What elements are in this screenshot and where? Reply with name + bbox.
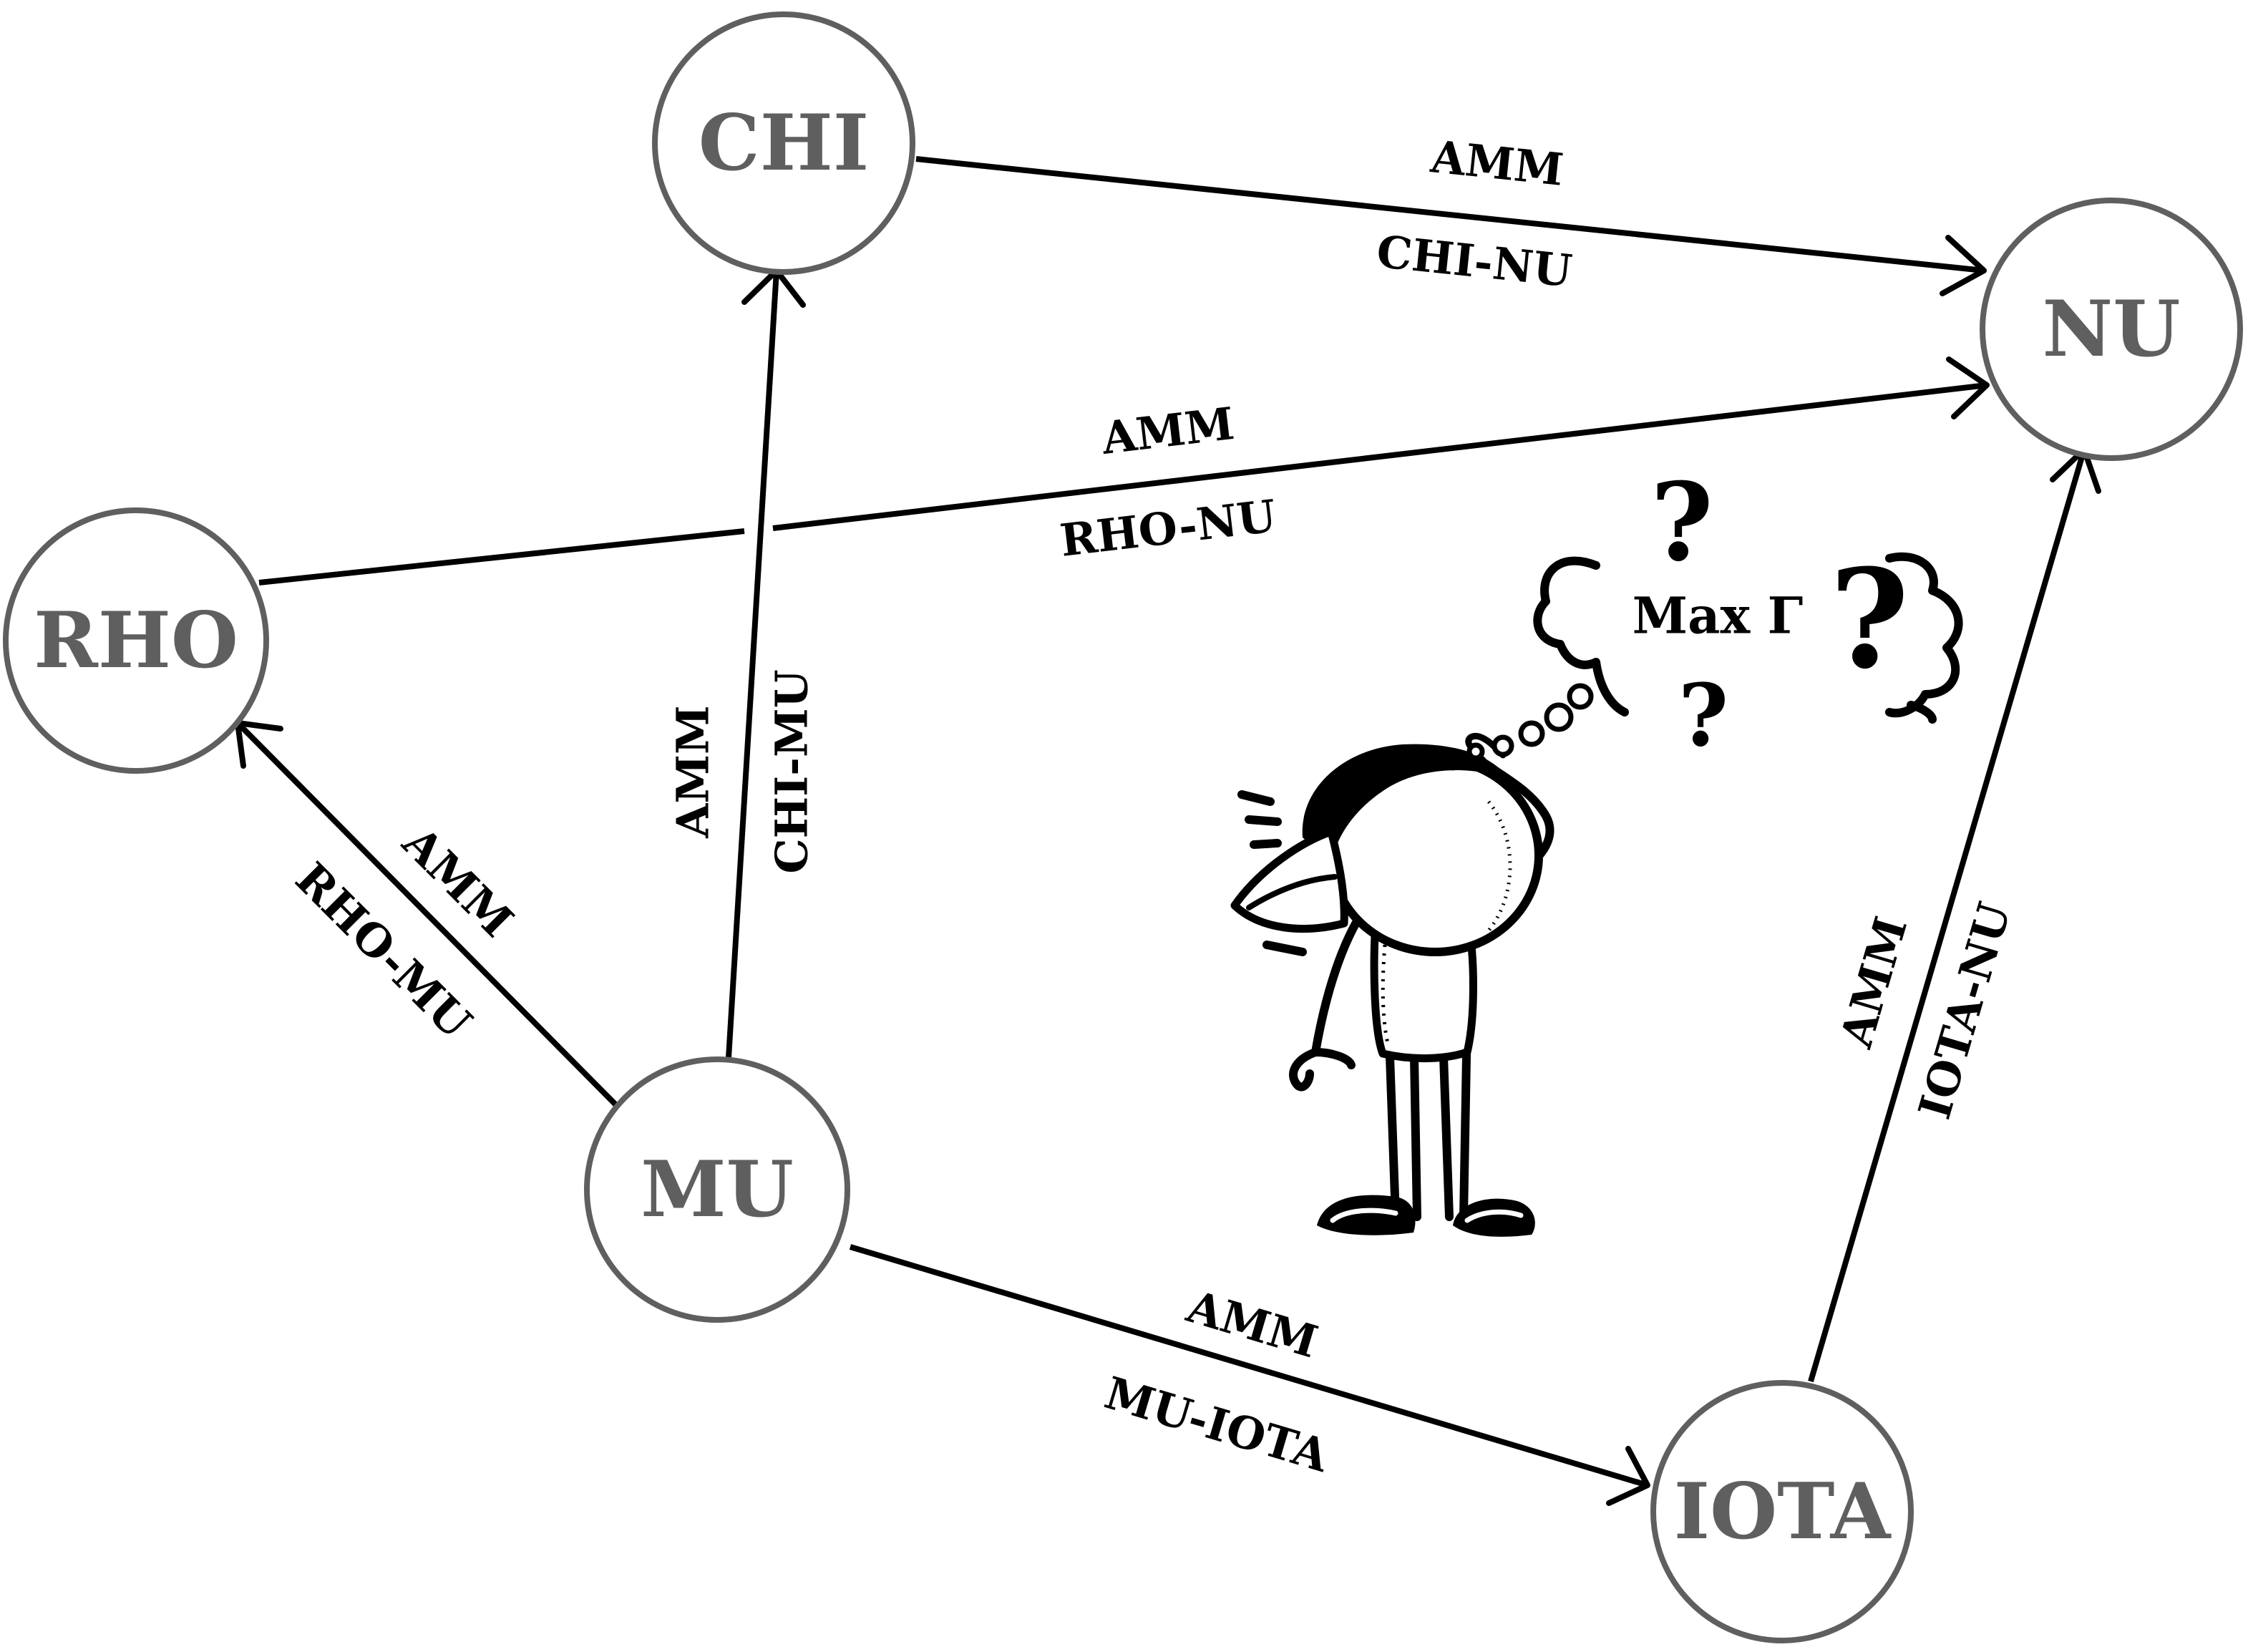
edge-rho-nu-type: AMM [1099, 397, 1237, 465]
node-mu: MU [584, 1056, 850, 1323]
node-iota: IOTA [1650, 1380, 1914, 1643]
question-mark-icon: ? [1829, 540, 1909, 699]
node-rho: RHO [3, 507, 269, 774]
arrowhead-mu-iota [1606, 1446, 1650, 1506]
edge-chi-nu-type: AMM [1428, 130, 1566, 196]
right-shoe [1453, 1198, 1535, 1237]
node-chi: CHI [652, 11, 915, 275]
edge-mu-chi [726, 268, 806, 1059]
edge-mu-rho [235, 720, 619, 1108]
left-shoe [1317, 1195, 1416, 1235]
hanging-arm [1311, 912, 1364, 1056]
node-iota-label: IOTA [1674, 1467, 1892, 1557]
edge-rho-mu-type: AMM [392, 816, 523, 947]
thought-bubble-text: Max Γ [1633, 586, 1804, 646]
edge-chi-nu [915, 156, 1987, 296]
cap-brim [1230, 827, 1348, 933]
confused-person-illustration: ? ? ? Max Γ [1230, 460, 1963, 1288]
edge-rho-nu [258, 356, 1990, 586]
thought-bubble-left-outline [1533, 556, 1629, 716]
question-mark-icon: ? [1650, 460, 1713, 586]
thought-trail [1466, 683, 1594, 761]
arrowhead-chi-nu [1940, 235, 1987, 296]
edge-rho-nu-name: RHO-NU [1057, 490, 1278, 567]
hanging-hand [1289, 1048, 1356, 1092]
node-nu-label: NU [2043, 284, 2181, 374]
arrowhead-rho-nu [1946, 356, 1990, 419]
cap [1302, 744, 1510, 863]
thought-bubble-right-outline [1885, 552, 1963, 718]
node-rho-label: RHO [34, 596, 238, 686]
edge-chi-nu-name: CHI-NU [1374, 225, 1574, 298]
torso [1370, 919, 1477, 1063]
node-chi-label: CHI [699, 98, 870, 188]
edge-mu-iota [849, 1244, 1650, 1506]
edge-chi-mu-name: CHI-MU [766, 669, 818, 873]
node-mu-label: MU [641, 1145, 794, 1235]
question-mark-icon: ? [1678, 666, 1728, 767]
legs [1384, 1012, 1471, 1221]
stress-marks [1237, 790, 1307, 956]
edge-iota-nu-name: IOTA-NU [1908, 897, 2021, 1124]
edge-iota-nu-type: AMM [1830, 911, 1918, 1054]
node-nu: NU [1980, 198, 2243, 461]
edge-chi-mu-type: AMM [667, 705, 719, 838]
